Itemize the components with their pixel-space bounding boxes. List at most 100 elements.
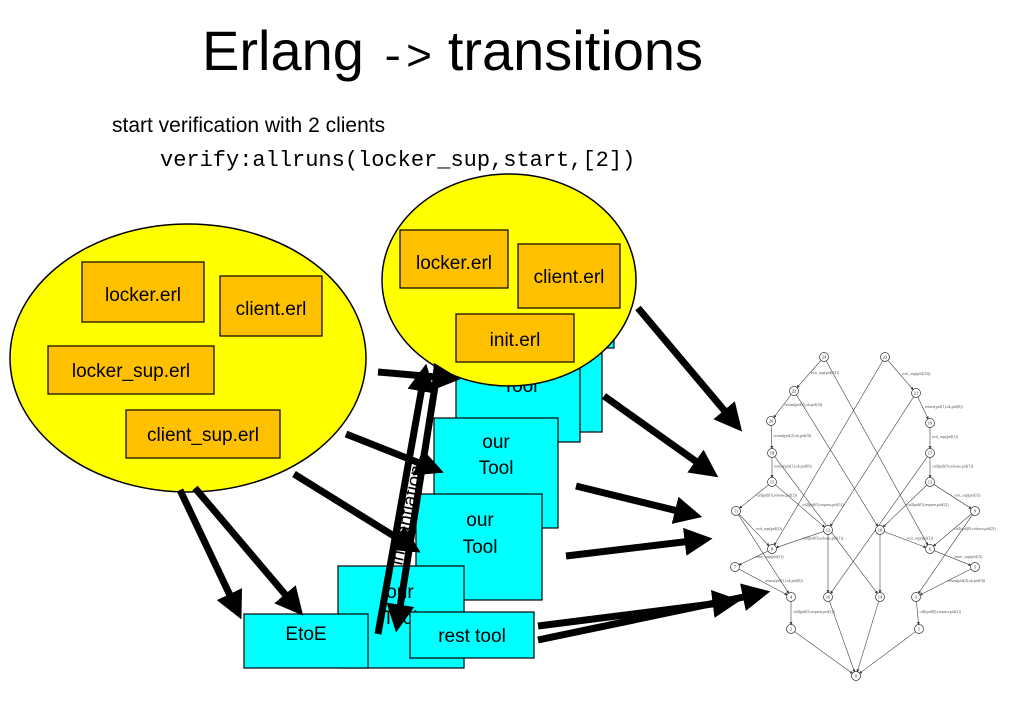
arrow-back-tool-to-graph (601, 393, 719, 478)
arrow-front-tool-to-graph (565, 527, 713, 560)
left-locker-label: locker.erl (105, 285, 181, 306)
graph-node (767, 448, 777, 458)
left-client-label: client.erl (236, 299, 307, 320)
top-source-group: locker.erl client.erl init.erl (381, 173, 637, 387)
graph-edge-label: return(pid(2),ok,pid(0)) (774, 433, 812, 439)
arrow-instantiation-up (374, 363, 436, 635)
arrow-instantiation-down (386, 379, 440, 633)
graph-edge (738, 514, 789, 594)
rest-tool-label: rest tool (438, 626, 506, 647)
graph-edge-label: enter_sup(pid(1)) (756, 554, 785, 559)
left-locker-sup-box (47, 345, 215, 395)
graph-node (731, 506, 741, 516)
graph-edge (738, 514, 770, 547)
graph-node (911, 388, 921, 398)
graph-edge-label: call(pid(0),request,pid(1)) (802, 502, 844, 508)
left-locker-sup-label: locker_sup.erl (72, 361, 190, 382)
graph-edge-label: return(pid(1),ok,pid(0)) (774, 464, 812, 470)
graph-node-label: 0 (855, 674, 858, 679)
arrow-left-to-etoe-2 (192, 485, 304, 616)
graph-node (823, 525, 833, 535)
graph-node (767, 544, 777, 554)
graph-edge (934, 550, 972, 566)
tool-middle-line1: our (482, 432, 510, 453)
graph-edge-label: call(pid(0),request,pid(2)) (920, 609, 962, 615)
graph-node-label: 5 (974, 565, 977, 570)
subtitle: start verification with 2 clients (112, 114, 386, 137)
graph-node-label: 4 (790, 595, 793, 600)
graph-edge (918, 514, 973, 594)
graph-node-label: 18 (770, 451, 775, 456)
tool-front-line1: our (466, 510, 494, 531)
graph-edge (829, 601, 856, 673)
arrow-left-to-tool-front (292, 471, 421, 553)
graph-node-label: 17 (928, 451, 933, 456)
graph-edge (917, 396, 929, 420)
graph-node-label: 22 (792, 389, 797, 394)
graph-node (970, 562, 980, 572)
graph-node-label: 13 (928, 480, 933, 485)
etoe-box (243, 613, 369, 669)
arrow-left-to-tool-middle (344, 430, 444, 476)
top-locker-label: locker.erl (416, 253, 492, 274)
arrow-left-to-etoe-1 (176, 488, 243, 620)
graph-edge (796, 360, 822, 389)
rest-tool-box (409, 611, 535, 659)
graph-node (970, 506, 980, 516)
graph-edge-label: call(pid(0),request,pid(1)) (793, 609, 835, 615)
left-source-group: locker.erl client.erl locker_sup.erl cli… (9, 223, 367, 493)
left-client-box (219, 275, 323, 337)
title-main: Erlang (202, 19, 364, 82)
graph-node-label: 14 (878, 595, 883, 600)
graph-node-label: 10 (878, 528, 883, 533)
graph-node-label: 19 (928, 421, 933, 426)
left-locker-box (81, 261, 205, 323)
graph-edge (859, 631, 916, 674)
graph-edge-label: return(pid(2),ok,pid(0)) (785, 402, 823, 408)
graph-node (875, 525, 885, 535)
graph-node (925, 418, 935, 428)
graph-node (786, 624, 796, 634)
graph-edge (825, 360, 929, 546)
graph-node-label: 16 (826, 595, 831, 600)
top-init-box (455, 313, 575, 363)
graph-edge (919, 568, 972, 596)
graph-node (823, 592, 833, 602)
graph-edge (770, 425, 774, 450)
graph-node-label: 3 (915, 595, 918, 600)
graph-edge (933, 484, 972, 509)
graph-edge (775, 531, 824, 549)
graph-edge (794, 631, 853, 674)
top-locker-box (399, 229, 509, 289)
title-tail: transitions (447, 19, 704, 82)
graph-node (851, 671, 861, 681)
graph-node-label: 1 (918, 627, 920, 632)
graph-edge-label: exit_sup(pid(2)) (756, 526, 783, 531)
graph-edge (932, 513, 972, 547)
graph-node (925, 477, 935, 487)
graph-node (925, 544, 935, 554)
graph-edge (775, 484, 826, 528)
title-arrow: -> (379, 34, 433, 84)
graph-edge-label: enter_sup(pid(2)) (955, 554, 984, 559)
graph-node (914, 624, 924, 634)
graph-node-label: 8 (771, 547, 774, 552)
graph-edge-label: return(pid(1),ok,pid(0)) (925, 404, 963, 410)
graph-edge (796, 394, 878, 527)
graph-node-label: 23 (883, 355, 888, 360)
graph-node-label: 6 (929, 547, 932, 552)
etoe-label: EtoE (285, 624, 326, 645)
graph-node (789, 386, 799, 396)
graph-node (766, 416, 776, 426)
arrow-top-to-graph (635, 305, 743, 432)
graph-edge-label: return(pid(1),ok,pid(0)) (765, 578, 803, 584)
graph-node (786, 592, 796, 602)
arrow-middle-tool-to-graph (575, 482, 703, 524)
top-client-box (517, 243, 621, 309)
graph-node (819, 352, 829, 362)
graph-edge (882, 484, 927, 528)
graph-node-label: 15 (770, 480, 775, 485)
graph-node (875, 592, 885, 602)
graph-edge (738, 568, 788, 596)
left-client-sup-label: client_sup.erl (147, 425, 259, 446)
